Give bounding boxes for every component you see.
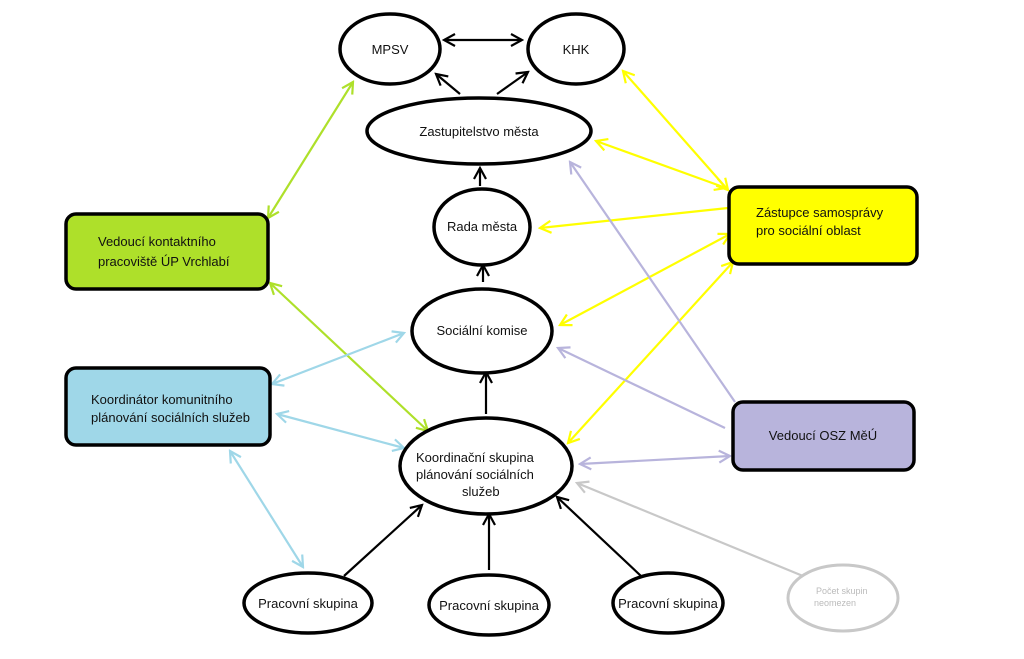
svg-text:Sociální komise: Sociální komise [436,323,527,338]
node-khk: KHK [526,12,626,86]
node-pracovni-skupina-3: Pracovní skupina [611,571,725,635]
svg-text:Vedoucí OSZ MěÚ: Vedoucí OSZ MěÚ [769,428,877,443]
arrow-osz-komise [558,348,726,429]
arrow-zastupce-khk [623,71,728,190]
arrow-zastupce-komise [560,234,730,325]
node-vedouci-osz-label: Vedoucí OSZ MěÚ [769,428,877,443]
node-vedouci-osz: Vedoucí OSZ MěÚ [731,400,916,472]
svg-text:KHK: KHK [563,42,590,57]
node-koordinator-kpss-line1: Koordinátor komunitního [91,392,233,407]
node-zastupitelstvo: Zastupitelstvo města [365,96,593,166]
node-komise: Sociální komise [410,287,554,375]
arrow-osz-zastupitelstvo [570,162,736,403]
node-pracovni-skupina-1-label: Pracovní skupina [258,596,358,611]
node-pocet-skupin-line1: Počet skupin [816,586,868,596]
node-zastupitelstvo-label: Zastupitelstvo města [419,124,539,139]
node-zastupce-samospravy: Zástupce samosprávy pro sociální oblast [727,185,919,266]
arrow-zastupce-zastupitelstvo [596,141,726,188]
arrow-osz-koordinacni [580,456,730,464]
svg-text:Pracovní skupina: Pracovní skupina [258,596,358,611]
node-pracovni-skupina-2-label: Pracovní skupina [439,598,539,613]
node-koordinacni-line2: plánování sociálních [416,467,534,482]
svg-text:Rada města: Rada města [447,219,518,234]
arrow-up-koordinacni [270,283,428,431]
node-vedouci-up: Vedoucí kontaktního pracoviště ÚP Vrchla… [64,212,270,291]
svg-text:Počet skupin neomezen: Počet skupin neomezen [814,586,870,608]
node-koordinacni-line3: služeb [462,484,500,499]
arrow-pocet-koordinacni [577,483,804,578]
node-koordinator-kpss-line2: plánování sociálních služeb [91,410,250,425]
node-pracovni-skupina-1: Pracovní skupina [242,571,374,635]
node-mpsv-label: MPSV [372,42,409,57]
arrow-zastupce-rada [540,206,729,228]
node-komise-label: Sociální komise [436,323,527,338]
node-koordinacni-line1: Koordinační skupina [416,450,535,465]
svg-text:Zastupitelstvo města: Zastupitelstvo města [419,124,539,139]
arrow-kpss-komise [272,333,404,384]
node-mpsv: MPSV [338,12,442,86]
node-rada: Rada města [432,187,532,267]
arrow-ps1-koordinacni [343,505,422,577]
svg-text:MPSV: MPSV [372,42,409,57]
node-koordinacni: Koordinační skupina plánování sociálních… [398,416,574,516]
arrow-zastupce-koordinacni [568,262,733,443]
node-rada-label: Rada města [447,219,518,234]
svg-text:Pracovní skupina: Pracovní skupina [439,598,539,613]
svg-text:Vedoucí kontaktního pr: Vedoucí kontaktního pracoviště ÚP Vrchla… [98,234,230,269]
node-vedouci-up-line1: Vedoucí kontaktního [98,234,216,249]
node-pracovni-skupina-3-label: Pracovní skupina [618,596,718,611]
arrow-zastupitelstvo-khk [496,72,528,95]
svg-text:Koordinátor komunitního: Koordinátor komunitního plánování sociál… [91,392,250,425]
svg-text:Koordinační skupina pl: Koordinační skupina plánování sociálních… [416,450,537,499]
arrow-ps3-koordinacni [557,497,642,577]
node-vedouci-up-line2: pracoviště ÚP Vrchlabí [98,254,230,269]
nodes: MPSV KHK Zastupitelstvo města Rada města… [64,12,919,637]
node-pocet-skupin-line2: neomezen [814,598,856,608]
svg-text:Zástupce samosprávy pr: Zástupce samosprávy pro sociální oblast [756,205,887,238]
arrow-kpss-ps1 [230,451,303,567]
node-khk-label: KHK [563,42,590,57]
arrow-zastupitelstvo-mpsv [436,74,461,95]
node-pracovni-skupina-2: Pracovní skupina [427,573,551,637]
connectors [230,40,804,578]
node-zastupce-samospravy-line1: Zástupce samosprávy [756,205,884,220]
node-zastupce-samospravy-line2: pro sociální oblast [756,223,861,238]
node-koordinator-kpss: Koordinátor komunitního plánování sociál… [64,366,272,447]
svg-text:Pracovní skupina: Pracovní skupina [618,596,718,611]
arrow-kpss-koordinacni [277,414,404,448]
arrow-up-mpsv [268,82,353,218]
node-pocet-skupin: Počet skupin neomezen [786,563,900,633]
